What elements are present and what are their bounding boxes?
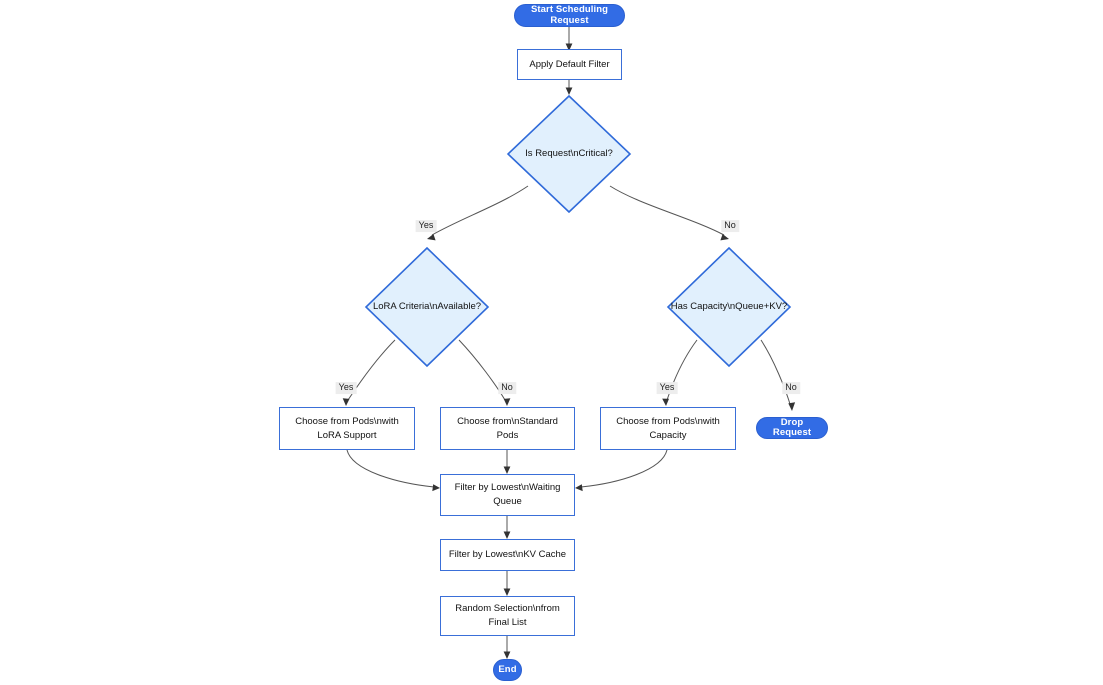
node-filter-kv-cache[interactable]: Filter by Lowest\nKV Cache [440,539,575,571]
edge-label-capacity-no-text: No [785,382,797,393]
node-choose-standard-pods-line1: Choose from\nStandard [457,415,558,427]
edge-label-capacity-yes-text: Yes [659,382,675,393]
diamond-shape-capacity [666,246,792,368]
edge-podsstd-to-waiting [503,450,511,474]
edge-label-critical-no[interactable]: No [721,220,739,232]
node-has-capacity-label: Has Capacity\nQueue+KV? [670,301,788,313]
node-end-label: End [498,663,517,675]
diamond-shape-lora [364,246,490,368]
node-start-label: Start Scheduling Request [530,4,609,26]
node-is-request-critical[interactable]: Is Request\nCritical? [506,94,632,214]
edge-critical-to-capacity [609,185,729,241]
node-choose-pods-capacity[interactable]: Choose from Pods\nwith Capacity [600,407,736,450]
node-end[interactable]: End [493,659,522,681]
edge-label-capacity-no[interactable]: No [782,382,800,394]
edge-start-to-default [565,27,573,51]
node-start[interactable]: Start Scheduling Request [514,4,625,27]
node-choose-pods-capacity-line2: Capacity [649,429,687,441]
edge-capacity-to-drop [760,339,796,411]
node-apply-default-filter-label: Apply Default Filter [529,58,610,70]
node-filter-waiting-queue-line2: Queue [493,496,522,507]
node-choose-pods-capacity-line1: Choose from Pods\nwith [616,415,720,427]
edge-label-lora-no-text: No [501,382,513,393]
edge-label-capacity-yes[interactable]: Yes [656,382,678,394]
edge-label-critical-yes[interactable]: Yes [415,220,437,232]
node-filter-waiting-queue-line1: Filter by Lowest\nWaiting [454,482,561,494]
node-random-selection-line2: Final List [488,617,527,628]
node-random-selection[interactable]: Random Selection\nfrom Final List [440,596,575,636]
diamond-shape-critical [506,94,632,214]
edge-kvcache-to-random [503,571,511,596]
edge-podslora-to-waiting [346,449,440,492]
node-drop-request[interactable]: Drop Request [756,417,828,439]
edge-podscap-to-waiting [575,449,668,492]
edge-default-to-critical [565,80,573,95]
edge-critical-to-lora [427,185,529,241]
node-choose-pods-lora[interactable]: Choose from Pods\nwith LoRA Support [279,407,415,450]
edge-lora-to-podsstd [458,339,511,406]
edge-waiting-to-kvcache [503,516,511,539]
node-drop-request-label: Drop Request [772,416,812,438]
edge-label-lora-yes[interactable]: Yes [335,382,357,394]
node-choose-pods-lora-line2: LoRA Support [317,429,377,441]
edge-random-to-end [503,636,511,659]
node-choose-standard-pods-line2: Pods [496,429,519,441]
edge-lora-to-podslora [342,339,396,406]
node-filter-kv-cache-label: Filter by Lowest\nKV Cache [448,549,567,561]
edge-capacity-to-podscap [662,339,698,406]
edge-label-critical-no-text: No [724,220,736,231]
node-lora-criteria-available[interactable]: LoRA Criteria\nAvailable? [364,246,490,368]
node-random-selection-line1: Random Selection\nfrom [455,603,560,615]
edge-label-lora-no[interactable]: No [498,382,516,394]
node-is-request-critical-label: Is Request\nCritical? [525,148,613,160]
node-choose-standard-pods[interactable]: Choose from\nStandard Pods [440,407,575,450]
node-choose-pods-lora-line1: Choose from Pods\nwith [295,415,399,427]
node-lora-criteria-available-label: LoRA Criteria\nAvailable? [372,301,482,313]
node-apply-default-filter[interactable]: Apply Default Filter [517,49,622,80]
node-filter-waiting-queue[interactable]: Filter by Lowest\nWaiting Queue [440,474,575,516]
node-has-capacity[interactable]: Has Capacity\nQueue+KV? [666,246,792,368]
edge-label-critical-yes-text: Yes [418,220,434,231]
edge-label-lora-yes-text: Yes [338,382,354,393]
